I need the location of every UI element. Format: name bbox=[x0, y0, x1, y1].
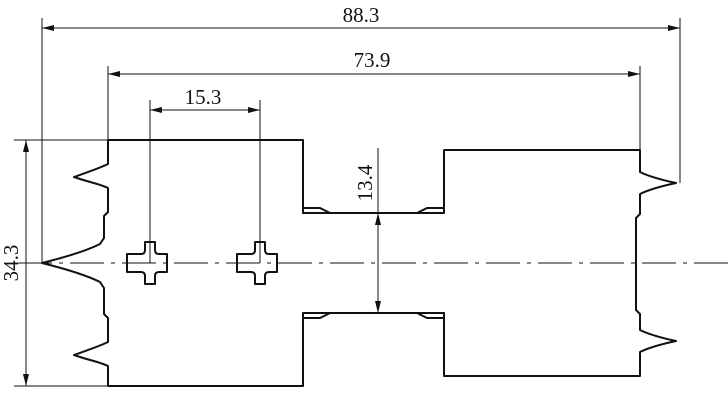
dim-text-overall-width: 88.3 bbox=[343, 3, 380, 27]
dim-text-slot-height: 13.4 bbox=[353, 164, 377, 201]
dim-text-overall-height: 34.3 bbox=[0, 245, 23, 282]
top-slot-lip bbox=[303, 207, 444, 214]
cross-hole-left bbox=[126, 241, 168, 285]
cross-hole-right bbox=[236, 241, 278, 285]
dim-text-inner-width: 73.9 bbox=[354, 48, 391, 72]
bottom-slot-lip bbox=[303, 312, 444, 319]
profile-outline bbox=[41, 139, 677, 387]
dim-text-hole-spacing: 15.3 bbox=[185, 85, 222, 109]
